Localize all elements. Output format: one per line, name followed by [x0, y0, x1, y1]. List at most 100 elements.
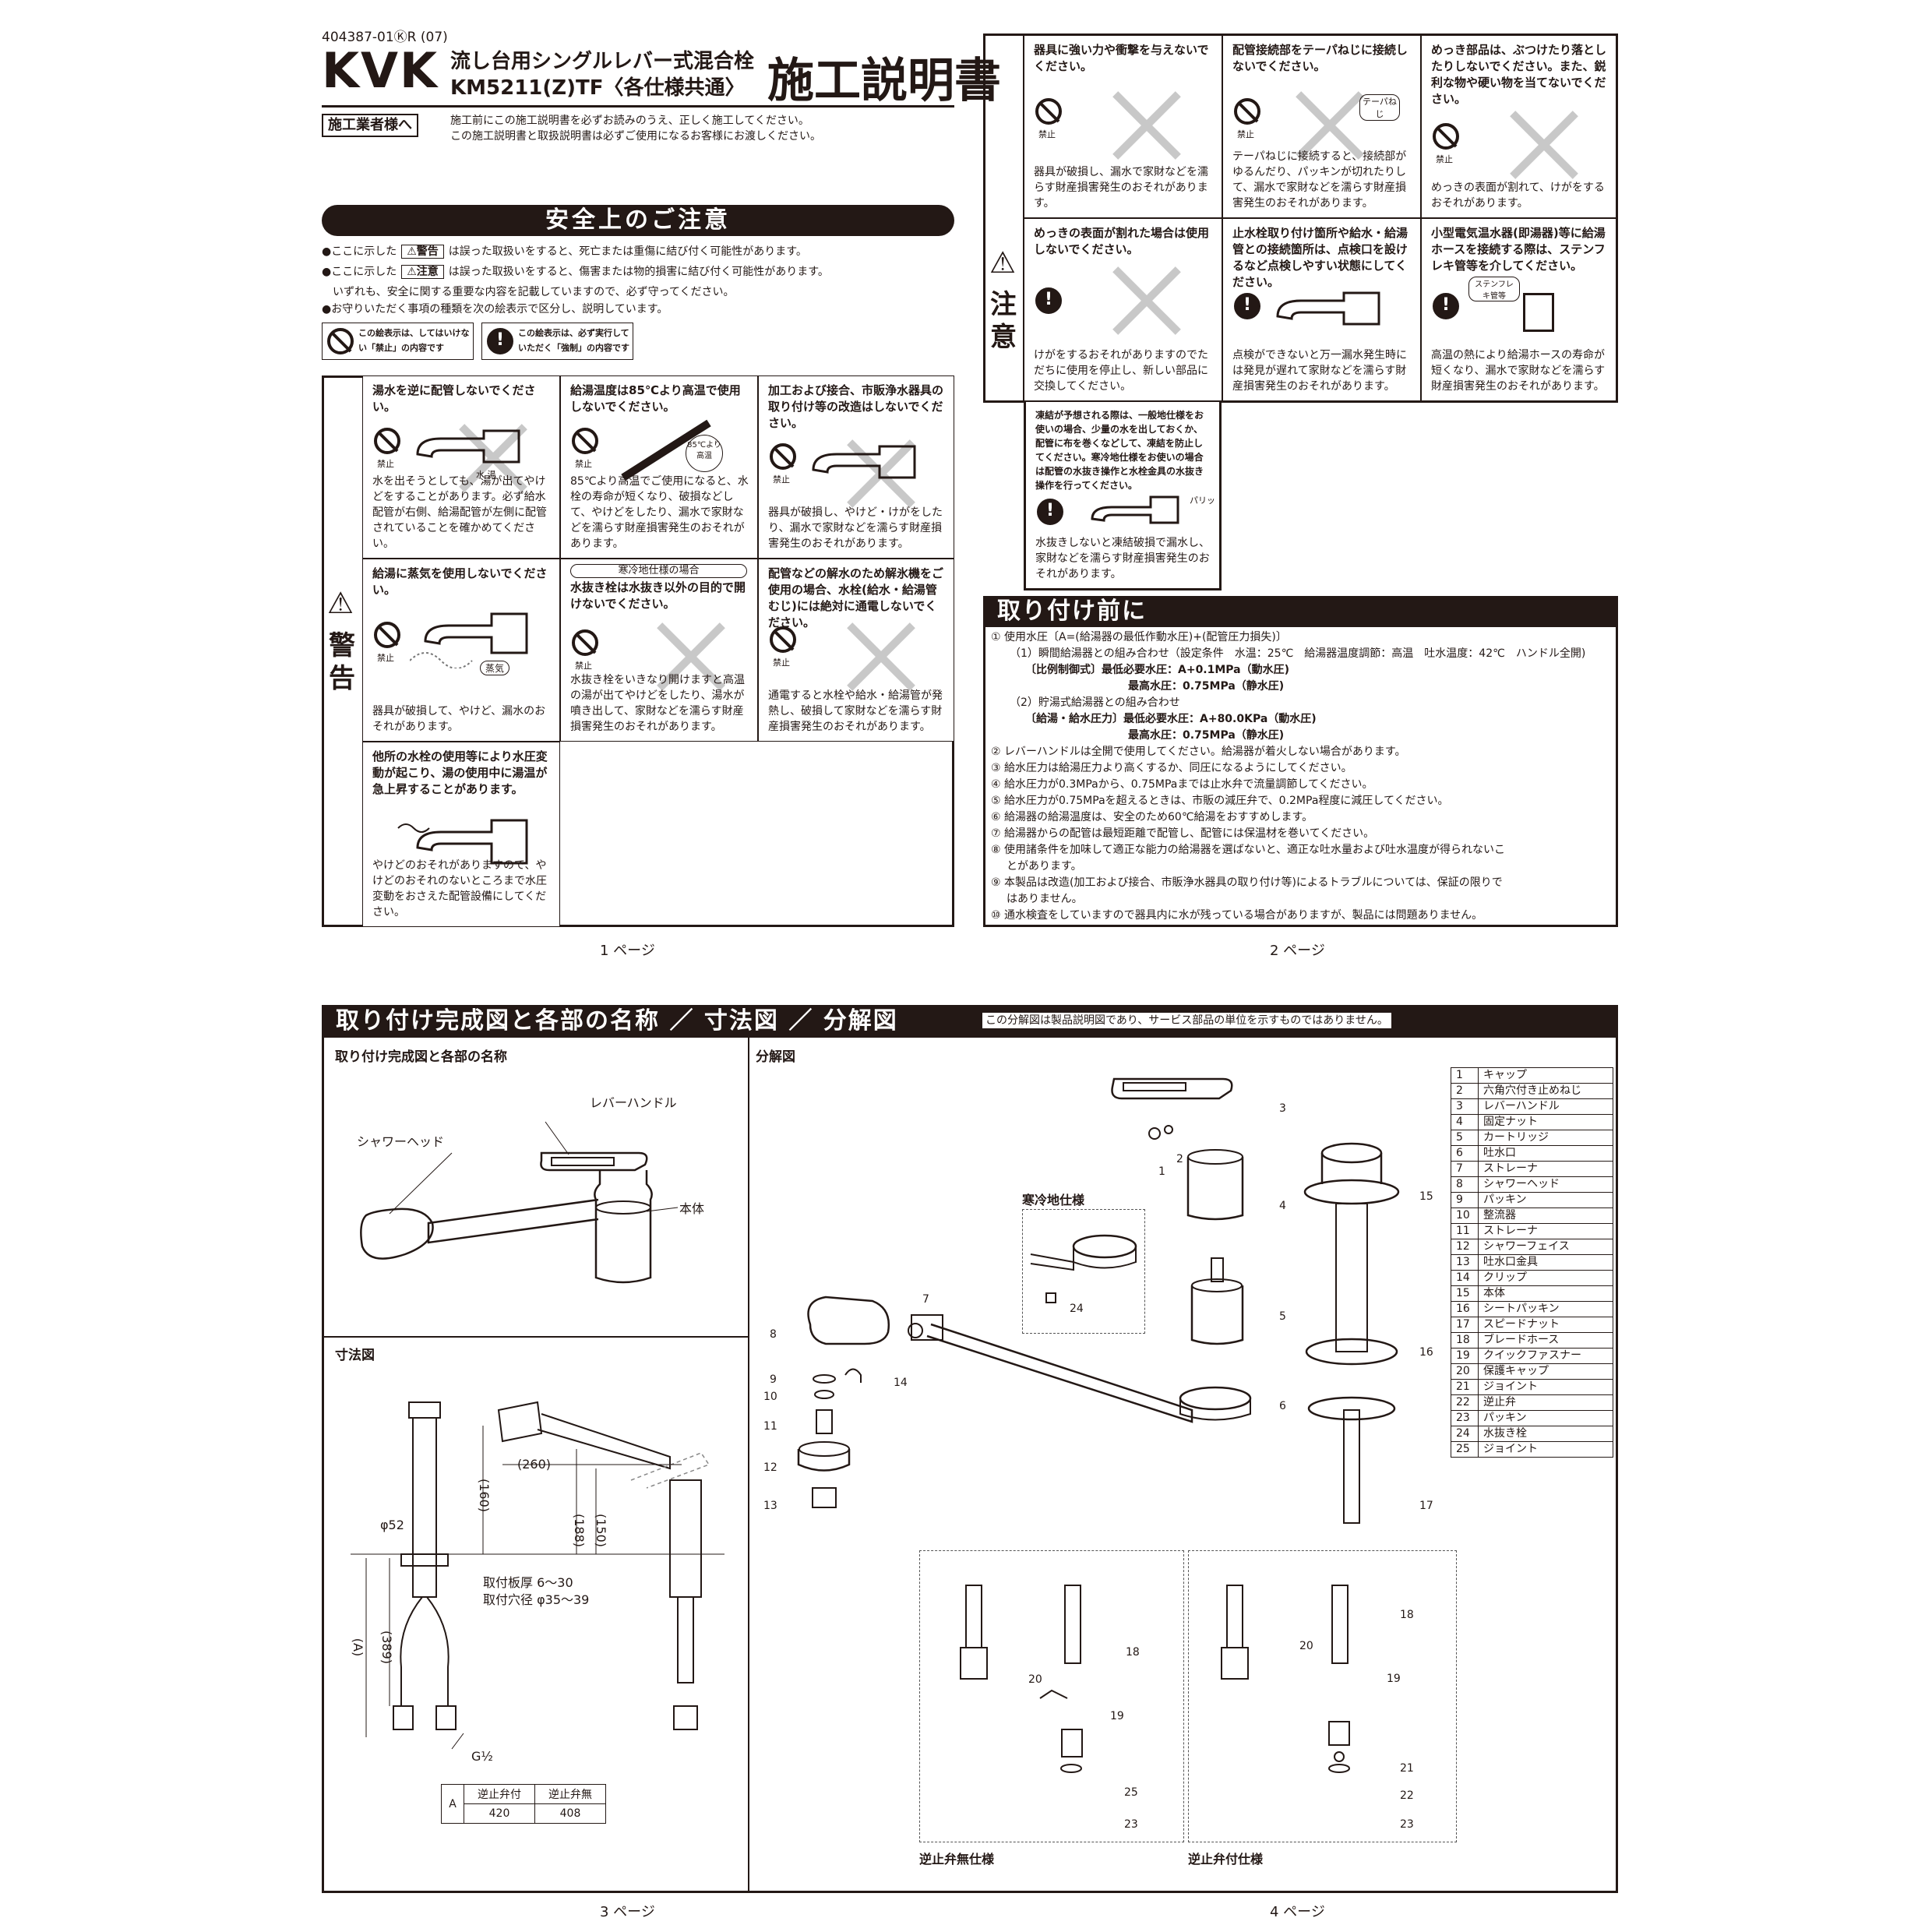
prohibit-icon	[572, 629, 598, 656]
warning-cell-2-title: 給湯温度は85℃より高温で使用しないでください。	[570, 383, 741, 414]
brand-logo: KVK	[322, 42, 439, 99]
mandatory-icon	[1035, 287, 1062, 314]
prohibit-label: 禁止	[773, 474, 790, 485]
caution-cell-7: 凍結が予想される際は、一般地仕様をお使いの場合、少量の水を出しておくか、配管に布…	[1024, 401, 1222, 591]
caution-triangle-icon: ⚠	[989, 245, 1017, 280]
cross-icon	[1110, 90, 1180, 160]
prohibit-icon	[1433, 123, 1459, 150]
label-lever-handle: レバーハンドル	[590, 1095, 677, 1110]
part-number: 17	[1451, 1317, 1479, 1333]
cold-region-tag: 寒冷地仕様の場合	[570, 564, 747, 578]
caution-cell-6: 小型電気温水器(即湯器)等に給湯ホースを接続する際は、ステンフレキ管等を介してく…	[1421, 218, 1618, 403]
warning-cell-4: 給湯に蒸気を使用しないでください。 禁止 蒸気 器具が破損して、やけど、漏水のお…	[362, 559, 560, 742]
steam-label: 蒸気	[480, 661, 510, 675]
prohibit-icon	[374, 622, 400, 648]
caution-cell-5-title: 止水栓取り付け箇所や給水・給湯管との接続箇所は、点検口を設けるなど点検しやすい状…	[1232, 226, 1408, 289]
doc-title: 施工説明書	[767, 54, 1001, 108]
callout-6: 6	[1279, 1400, 1286, 1412]
callout-13: 13	[763, 1500, 777, 1512]
prohibit-icon	[1035, 98, 1062, 125]
intro-1-post: は誤った取扱いをすると、死亡または重傷に結び付く可能性があります。	[448, 245, 807, 258]
hot-cold-label: 水 湯	[476, 470, 496, 480]
dim-260: (260)	[517, 1457, 552, 1472]
dim-hole: 取付穴径 φ35〜39	[483, 1592, 590, 1607]
part-name: シートパッキン	[1478, 1301, 1613, 1317]
exploded-title: 分解図	[756, 1049, 795, 1065]
callout-19a: 19	[1110, 1710, 1124, 1722]
part-number: 15	[1451, 1285, 1479, 1302]
hot-pipe-icon	[621, 419, 711, 481]
prohibit-label: 禁止	[1237, 129, 1254, 139]
cross-icon	[1110, 266, 1180, 336]
with-check-valve-label: 逆止弁付仕様	[1188, 1852, 1264, 1867]
before-line: ① 使用水圧〔A=(給湯器の最低作動水圧)+(配管圧力損失)〕	[991, 631, 1287, 643]
callout-15: 15	[1419, 1190, 1433, 1203]
part-number: 4	[1451, 1114, 1479, 1130]
dim-188: (188)	[572, 1513, 587, 1548]
callout-16: 16	[1419, 1346, 1433, 1359]
callout-21: 21	[1400, 1762, 1414, 1775]
mandatory-icon	[1234, 293, 1260, 319]
warning-cell-7-body: やけどのおそれがありますので、やけどのおそれのないところまで水圧変動をおさえた配…	[372, 859, 547, 918]
lower-title: 取り付け完成図と各部の名称 ／ 寸法図 ／ 分解図	[336, 1007, 898, 1035]
warning-cell-1-title: 湯水を逆に配管しないでください。	[372, 383, 536, 414]
part-number: 19	[1451, 1348, 1479, 1364]
steam-faucet-icon	[410, 612, 528, 668]
part-name: レバーハンドル	[1478, 1098, 1613, 1115]
part-number: 16	[1451, 1301, 1479, 1317]
dim-A: (A)	[351, 1638, 366, 1657]
part-name: シャワーフェイス	[1478, 1239, 1613, 1255]
caution-cell-4-body: けがをするおそれがありますのでただちに使用を停止し、新しい部品に交換してください…	[1034, 349, 1208, 393]
part-name: クリップ	[1478, 1270, 1613, 1286]
warning-cell-5-title: 水抜き栓は水抜き以外の目的で開けないでください。	[570, 580, 746, 611]
page-number-4: 4 ページ	[1270, 1904, 1325, 1920]
before-line: ③ 給水圧力は給湯圧力より高くするか、同圧になるようにしてください。	[991, 762, 1352, 774]
part-name: シャワーヘッド	[1478, 1176, 1613, 1193]
installer-note-1: 施工前にこの施工説明書を必ずお読みのうえ、正しく施工してください。	[450, 115, 809, 127]
callout-2: 2	[1176, 1153, 1183, 1165]
caution-cell-3-title: めっき部品は、ぶつけたり落としたりしないでください。また、鋭利な物や硬い物を当て…	[1431, 43, 1607, 106]
prohibit-label: 禁止	[1436, 154, 1453, 164]
part-name: 逆止弁	[1478, 1394, 1613, 1411]
prohibit-icon	[327, 328, 354, 354]
part-name: ストレーナ	[1478, 1161, 1613, 1177]
part-number: 5	[1451, 1130, 1479, 1146]
warning-cell-5-body: 水抜き栓をいきなり開けますと高温の湯が出てやけどをしたり、湯水が噴き出して、家財…	[570, 674, 745, 733]
callout-3: 3	[1279, 1102, 1286, 1115]
warning-cell-2: 給湯温度は85℃より高温で使用しないでください。 禁止 85℃より高温 85℃よ…	[560, 375, 758, 559]
callout-20b: 20	[1299, 1640, 1313, 1652]
dim-phi52: φ52	[380, 1518, 404, 1532]
legend-prohibit-text: この絵表示は、してはいけない「禁止」の内容です	[358, 328, 470, 353]
caution-cell-5-body: 点検ができないと万一漏水発生時には発見が遅れて家財などを濡らす財産損害発生のおそ…	[1232, 349, 1407, 393]
intro-3: いずれも、安全に関する重要な内容を記載していますので、必ず守ってください。	[333, 286, 735, 298]
callout-1: 1	[1158, 1165, 1165, 1178]
part-number: 2	[1451, 1083, 1479, 1099]
callout-8: 8	[770, 1328, 777, 1341]
warning-cell-2-body: 85℃より高温でご使用になると、水栓の寿命が短くなり、破損などして、やけどをした…	[570, 475, 749, 550]
cold-region-spout-drawing	[1030, 1234, 1137, 1303]
legend-mandatory-text: この絵表示は、必ず実行していただく「強制」の内容です	[518, 328, 629, 353]
intro-2-pre: ●ここに示した	[322, 266, 397, 278]
cross-icon	[844, 622, 915, 692]
callout-11: 11	[763, 1420, 777, 1433]
part-name: パッキン	[1478, 1192, 1613, 1208]
intro-1-pre: ●ここに示した	[322, 245, 397, 258]
before-line: 最高水圧：0.75MPa（静水圧)	[1128, 729, 1285, 742]
part-name: ストレーナ	[1478, 1223, 1613, 1239]
callout-20a: 20	[1028, 1673, 1042, 1686]
caution-cell-3-body: めっきの表面が割れて、けがをするおそれがあります。	[1431, 182, 1605, 210]
callout-14: 14	[894, 1377, 908, 1389]
page-number-1: 1 ページ	[600, 943, 655, 959]
